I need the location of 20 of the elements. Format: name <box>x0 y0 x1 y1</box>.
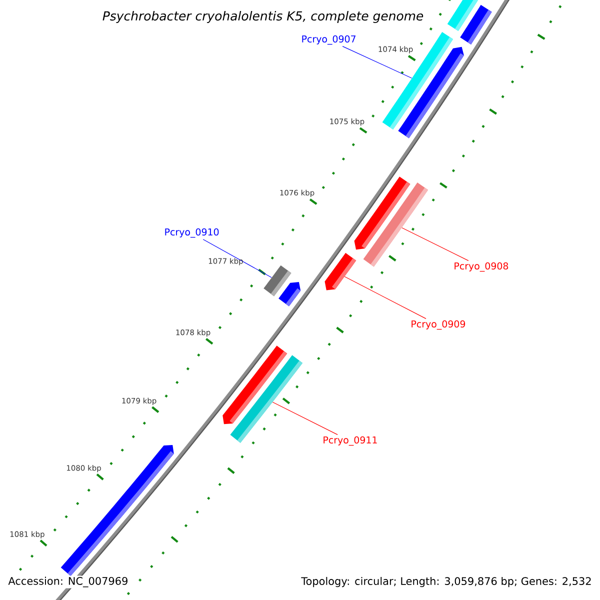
leader-line <box>272 402 338 435</box>
gene-feature <box>230 355 303 443</box>
leader-line <box>344 276 426 319</box>
gene-label: Pcryo_0911 <box>324 436 377 446</box>
accession-label: Accession: NC_007969 <box>7 576 130 588</box>
leader-line <box>402 227 469 261</box>
gene-feature <box>278 282 301 306</box>
title: Psychrobacter cryohalolentis K5, complete genome <box>102 10 424 24</box>
gene-label: Pcryo_0910 <box>165 228 219 238</box>
gene-feature <box>460 4 492 44</box>
gene-feature <box>60 444 174 576</box>
gene-label: Pcryo_0908 <box>454 262 508 272</box>
gene-feature <box>363 182 428 267</box>
leader-line <box>342 46 412 78</box>
leader-line <box>202 239 272 278</box>
gene-label: Pcryo_0909 <box>412 320 466 330</box>
topology-label: Topology: circular; Length: 3,059,876 bp; Genes: 2,532 <box>301 576 591 588</box>
gene-label: Pcryo_0907 <box>302 35 356 45</box>
gene-feature <box>398 46 464 138</box>
gene-feature <box>324 252 356 290</box>
